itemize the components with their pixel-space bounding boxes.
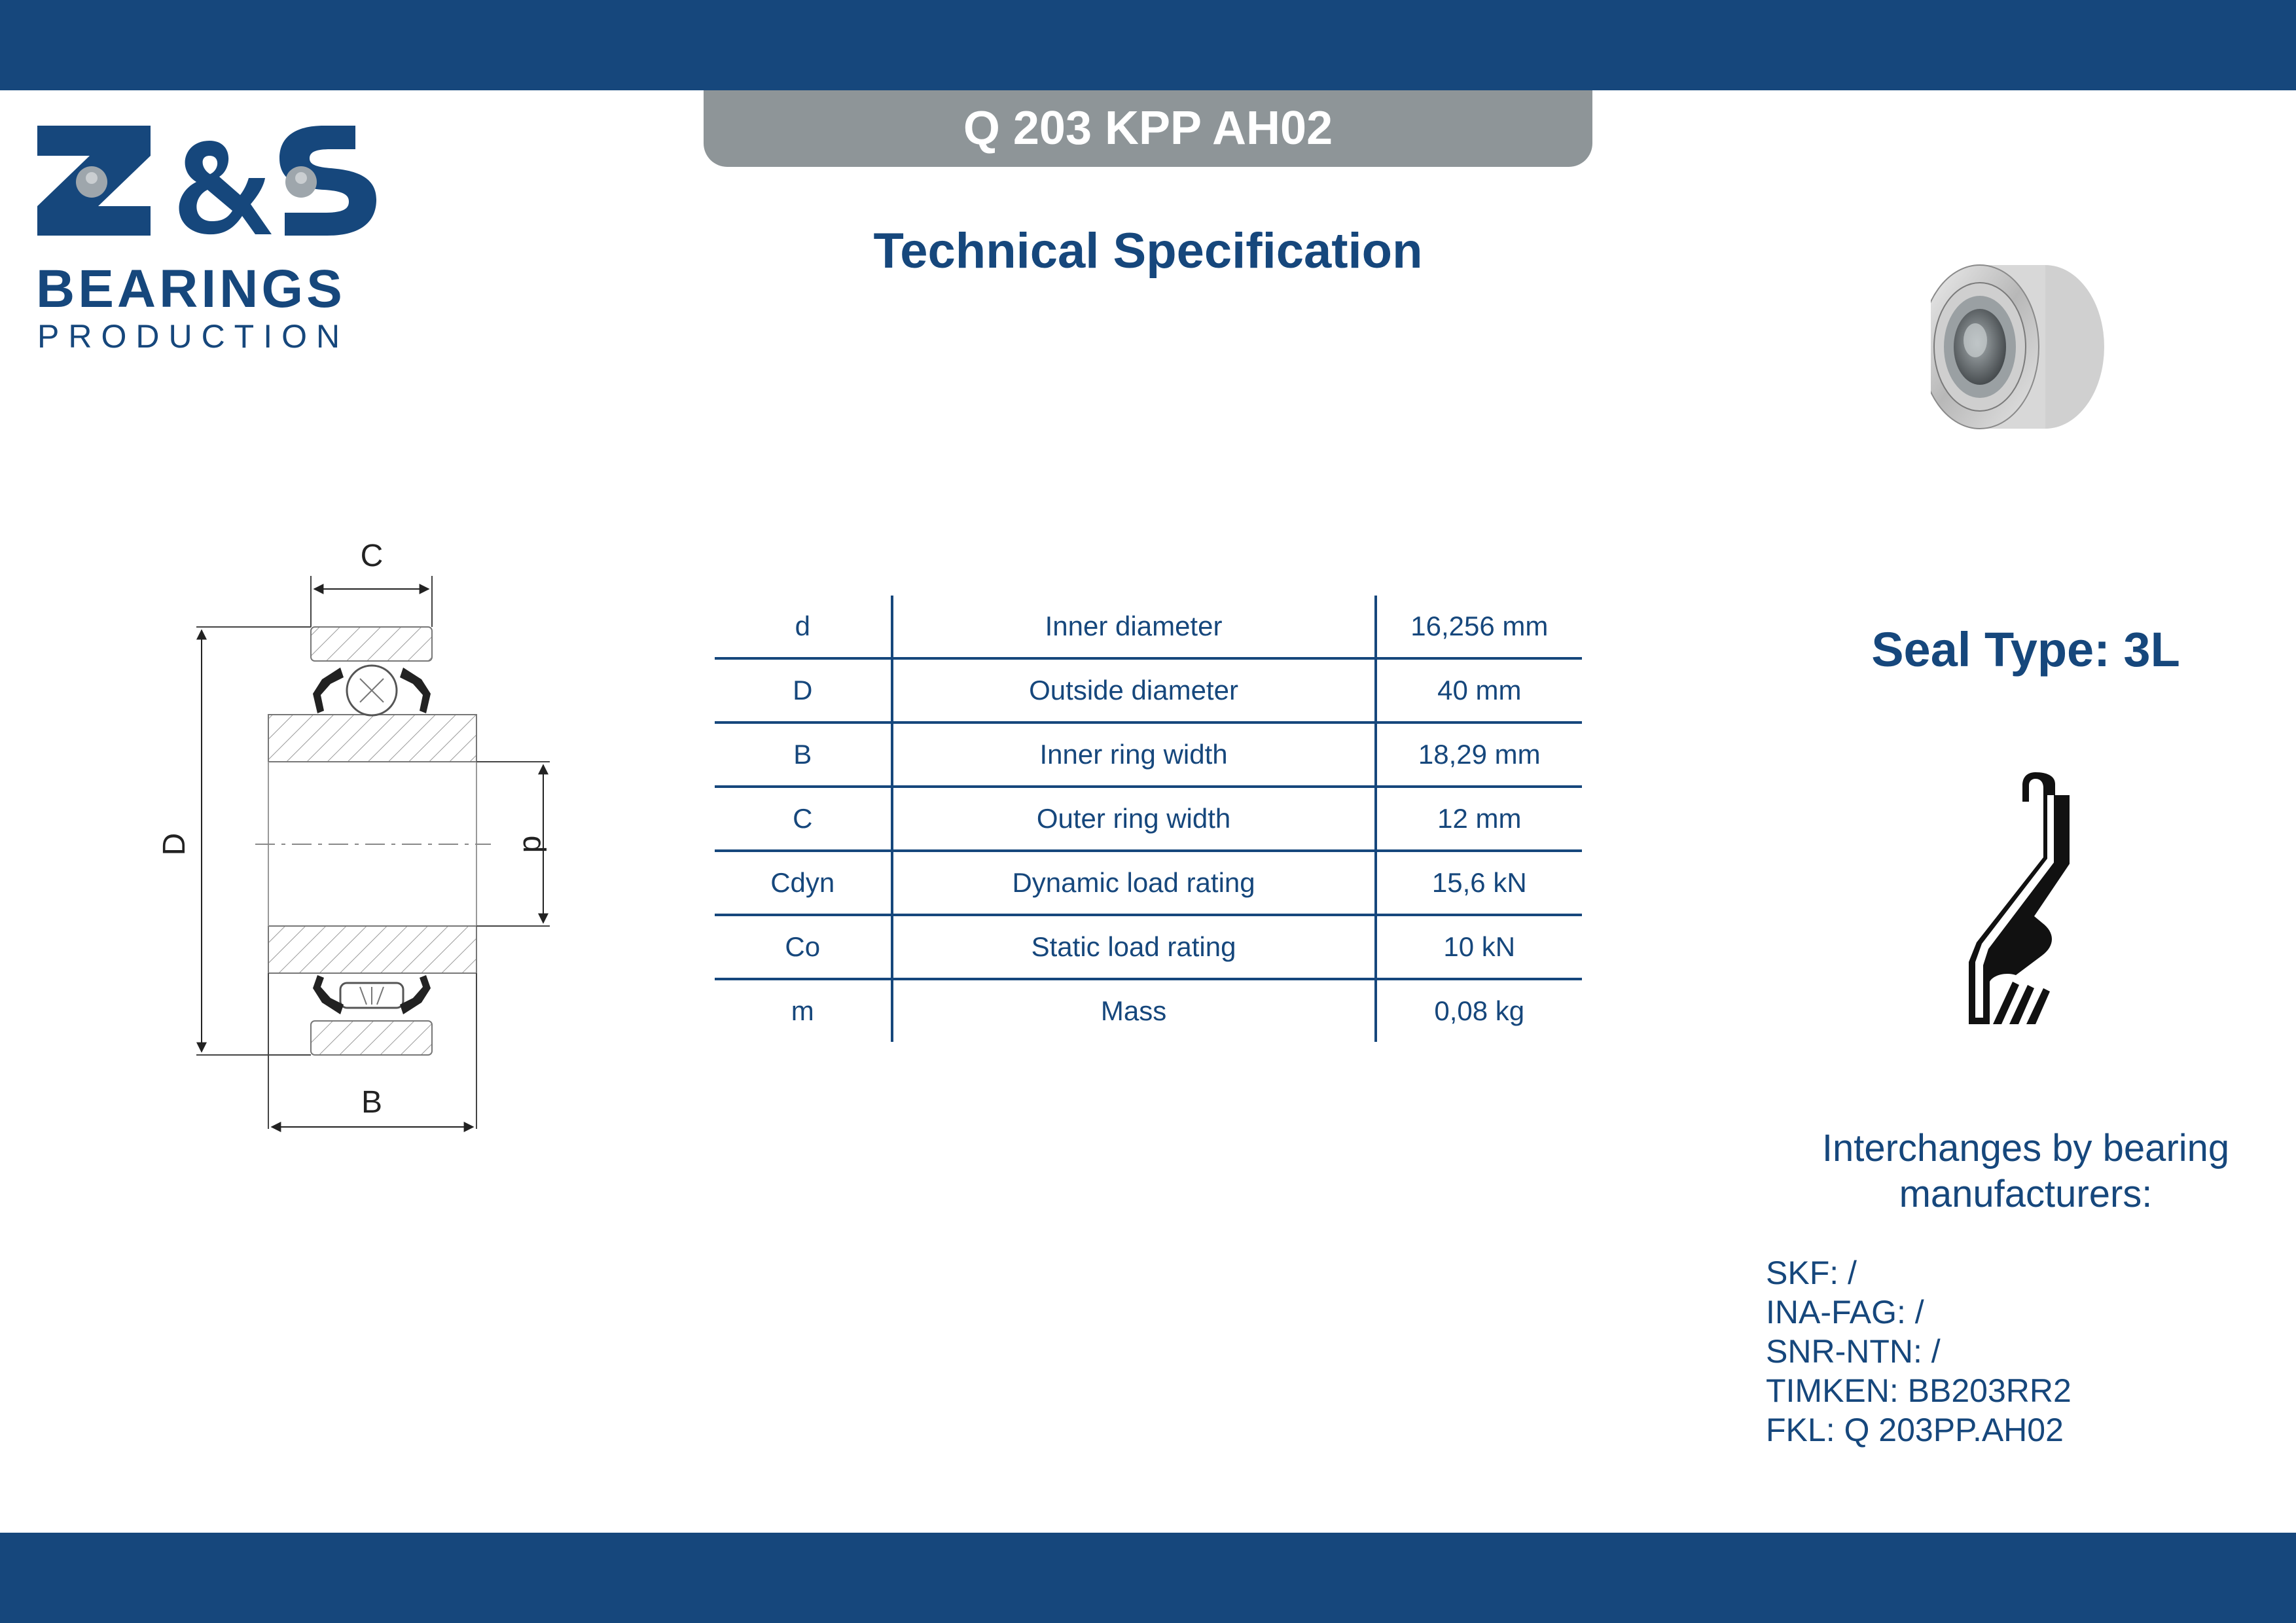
table-row: Cdyn Dynamic load rating 15,6 kN xyxy=(715,851,1582,916)
spec-description: Inner ring width xyxy=(891,722,1377,788)
table-row: D Outside diameter 40 mm xyxy=(715,658,1582,724)
spec-symbol: D xyxy=(715,658,893,724)
logo-tagline: PRODUCTION xyxy=(37,318,350,355)
interchanges-list: SKF: / INA-FAG: / SNR-NTN: / TIMKEN: BB2… xyxy=(1766,1253,2072,1450)
table-row: d Inner diameter 16,256 mm xyxy=(715,596,1582,660)
dim-label-c: C xyxy=(361,539,384,573)
spec-value: 10 kN xyxy=(1375,915,1582,980)
spec-description: Dynamic load rating xyxy=(891,851,1377,916)
dim-label-d-outer: D xyxy=(157,833,192,856)
spec-value: 16,256 mm xyxy=(1375,596,1582,660)
bearing-product-image xyxy=(1931,264,2104,429)
spec-symbol: B xyxy=(715,722,893,788)
table-row: Co Static load rating 10 kN xyxy=(715,915,1582,980)
spec-value: 40 mm xyxy=(1375,658,1582,724)
seal-profile-icon xyxy=(1969,772,2070,1024)
list-item: SKF: / xyxy=(1766,1255,1857,1291)
list-item: INA-FAG: / xyxy=(1766,1294,1924,1330)
dim-label-d-inner: d xyxy=(516,836,551,853)
top-banner xyxy=(0,0,2296,90)
table-row: m Mass 0,08 kg xyxy=(715,979,1582,1042)
zs-logo-mark xyxy=(37,126,376,236)
spec-symbol: Co xyxy=(715,915,893,980)
spec-description: Static load rating xyxy=(891,915,1377,980)
table-row: C Outer ring width 12 mm xyxy=(715,787,1582,852)
interchanges-title-line2: manufacturers: xyxy=(1899,1173,2153,1215)
list-item: TIMKEN: BB203RR2 xyxy=(1766,1372,2072,1409)
interchanges-title: Interchanges by bearing manufacturers: xyxy=(1767,1126,2284,1217)
seal-type-title: Seal Type: 3L xyxy=(1871,622,2180,677)
table-row: B Inner ring width 18,29 mm xyxy=(715,722,1582,788)
interchanges-title-line1: Interchanges by bearing xyxy=(1821,1127,2230,1169)
spec-symbol: Cdyn xyxy=(715,851,893,916)
spec-value: 0,08 kg xyxy=(1434,995,1525,1026)
spec-value: 12 mm xyxy=(1375,787,1582,852)
spec-symbol: m xyxy=(715,979,893,1042)
spec-description: Inner diameter xyxy=(891,596,1377,660)
zs-bearings-logo: BEARINGS PRODUCTION xyxy=(36,118,376,355)
spec-symbol: C xyxy=(715,787,893,852)
spec-table: d Inner diameter 16,256 mm D Outside dia… xyxy=(715,596,1582,1042)
spec-description: Outside diameter xyxy=(891,658,1377,724)
list-item: FKL: Q 203PP.AH02 xyxy=(1766,1412,2064,1448)
product-code-tab: Q 203 KPP AH02 xyxy=(704,90,1592,167)
page-title: Technical Specification xyxy=(873,223,1423,279)
spec-value: 15,6 kN xyxy=(1375,851,1582,916)
spec-symbol: d xyxy=(715,596,893,660)
bearing-cross-section-drawing: C D d B xyxy=(157,539,551,1132)
spec-description: Outer ring width xyxy=(891,787,1377,852)
logo-wordmark: BEARINGS xyxy=(36,259,346,319)
spec-value: 18,29 mm xyxy=(1375,722,1582,788)
list-item: SNR-NTN: / xyxy=(1766,1333,1941,1370)
dim-label-b: B xyxy=(361,1085,382,1120)
bottom-banner xyxy=(0,1533,2296,1623)
spec-description: Mass xyxy=(891,979,1377,1042)
